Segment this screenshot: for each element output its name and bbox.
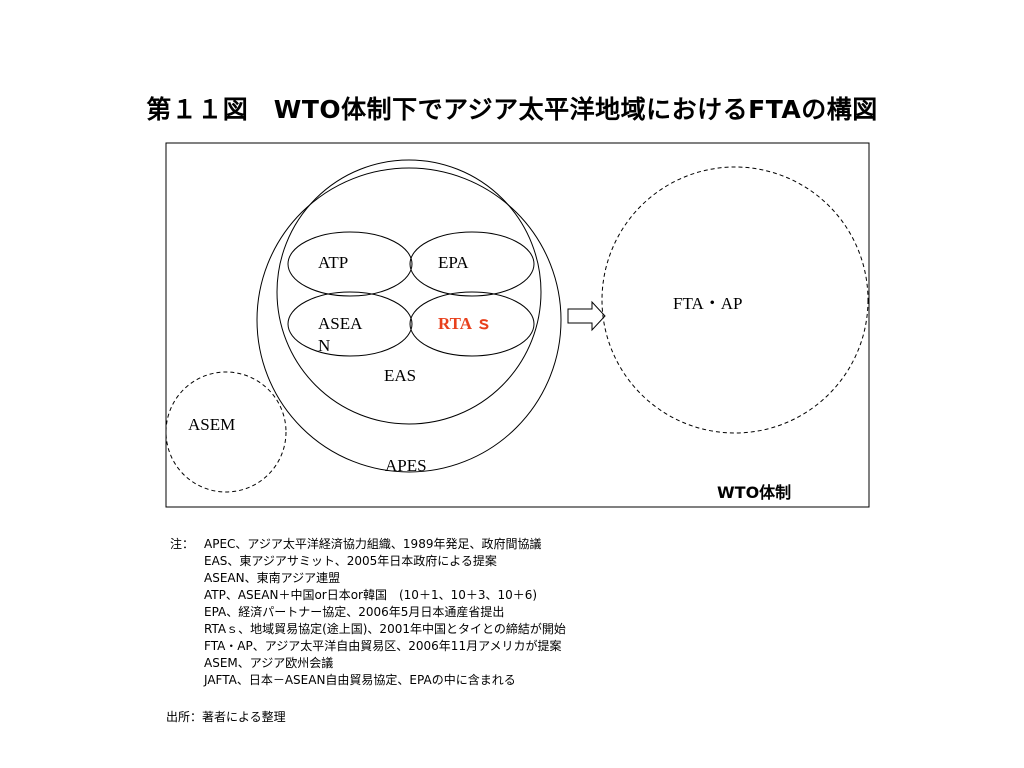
asem-circle — [165, 371, 287, 493]
note-line: FTA・AP、アジア太平洋自由貿易区、2006年11月アメリカが提案 — [170, 638, 566, 655]
fta-ap-circle — [601, 166, 869, 434]
note-line: JAFTA、日本－ASEAN自由貿易協定、EPAの中に含まれる — [170, 672, 566, 689]
note-text: APEC、アジア太平洋経済協力組織、1989年発足、政府間協議 — [204, 537, 542, 551]
note-text: EPA、経済パートナー協定、2006年5月日本通産省提出 — [204, 605, 505, 619]
eas-label: EAS — [384, 366, 416, 385]
atp-label: ATP — [318, 253, 348, 272]
notes: 注： APEC、アジア太平洋経済協力組織、1989年発足、政府間協議 EAS、東ア… — [170, 536, 566, 689]
note-text: EAS、東アジアサミット、2005年日本政府による提案 — [204, 554, 497, 568]
eas-circle — [276, 159, 542, 425]
note-text: RTAｓ、地域貿易協定(途上国)、2001年中国とタイとの締結が開始 — [204, 622, 566, 636]
note-text: ATP、ASEAN＋中国or日本or韓国 (10＋1、10＋3、10＋6) — [204, 588, 538, 602]
epa-label: EPA — [438, 253, 469, 272]
note-text: ASEM、アジア欧州会議 — [204, 656, 334, 670]
wto-frame — [165, 142, 870, 508]
notes-label: 注： — [170, 537, 195, 551]
asean-label-line2: N — [318, 336, 330, 355]
arrow-icon — [567, 300, 606, 332]
asean-ellipse — [287, 291, 413, 357]
rtas-label: RTA ｓ — [438, 314, 492, 333]
note-line: 注： APEC、アジア太平洋経済協力組織、1989年発足、政府間協議 — [170, 536, 566, 553]
atp-ellipse — [287, 231, 413, 297]
note-text: FTA・AP、アジア太平洋自由貿易区、2006年11月アメリカが提案 — [204, 639, 562, 653]
note-line: EAS、東アジアサミット、2005年日本政府による提案 — [170, 553, 566, 570]
note-line: EPA、経済パートナー協定、2006年5月日本通産省提出 — [170, 604, 566, 621]
apes-label: APES — [385, 456, 427, 475]
rtas-ellipse — [409, 291, 535, 357]
note-line: ASEAN、東南アジア連盟 — [170, 570, 566, 587]
note-line: ASEM、アジア欧州会議 — [170, 655, 566, 672]
note-line: ATP、ASEAN＋中国or日本or韓国 (10＋1、10＋3、10＋6) — [170, 587, 566, 604]
source-note: 出所：著者による整理 — [166, 710, 286, 724]
apes-circle — [256, 167, 562, 473]
note-text: JAFTA、日本－ASEAN自由貿易協定、EPAの中に含まれる — [204, 673, 516, 687]
epa-ellipse — [409, 231, 535, 297]
note-text: ASEAN、東南アジア連盟 — [204, 571, 341, 585]
wto-label: WTO体制 — [717, 483, 791, 502]
asean-label-line1: ASEA — [318, 314, 363, 333]
asem-label: ASEM — [188, 415, 235, 434]
page-title: 第１１図 WTO体制下でアジア太平洋地域におけるFTAの構図 — [146, 95, 878, 124]
note-line: RTAｓ、地域貿易協定(途上国)、2001年中国とタイとの締結が開始 — [170, 621, 566, 638]
fta-ap-label: FTA・AP — [673, 294, 743, 313]
